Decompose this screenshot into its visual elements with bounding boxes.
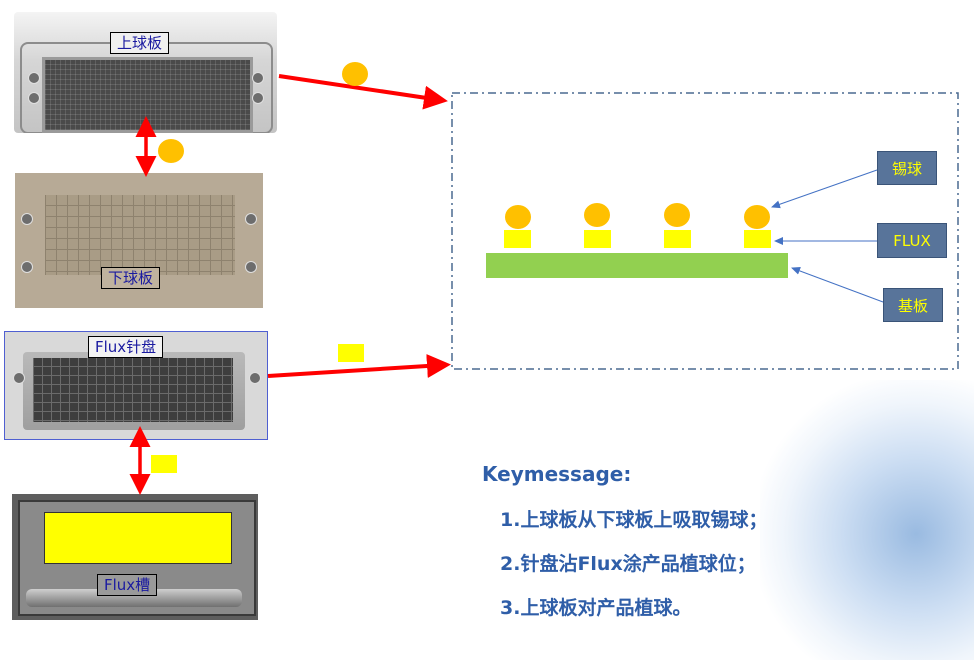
flux-pad <box>584 230 611 248</box>
plate-grid <box>42 57 253 133</box>
pin-grid <box>33 358 233 422</box>
solder-ball <box>664 203 690 227</box>
screw-icon <box>249 372 261 384</box>
flux-tank-label: Flux槽 <box>97 574 158 596</box>
screw-icon <box>252 72 264 84</box>
solder-ball <box>505 205 531 229</box>
solder-ball <box>584 203 610 227</box>
substrate-bar <box>486 253 788 278</box>
flux-pin-plate-label: Flux针盘 <box>88 336 164 358</box>
screw-icon <box>252 92 264 104</box>
screw-icon <box>28 92 40 104</box>
leader-substrate <box>791 267 884 303</box>
screw-icon <box>245 261 257 273</box>
upper-ball-plate-photo <box>14 12 277 133</box>
screw-icon <box>28 72 40 84</box>
screw-icon <box>13 372 25 384</box>
screw-icon <box>21 261 33 273</box>
arrows-layer <box>129 74 959 495</box>
key-message-title: Keymessage: <box>482 462 632 486</box>
upper-plate-label: 上球板 <box>110 32 170 54</box>
tank-roller <box>26 589 242 607</box>
plate-grid <box>45 195 235 275</box>
flux-fill <box>44 512 232 564</box>
leader-ball <box>771 169 878 209</box>
callout-solder-ball: 锡球 <box>877 151 937 185</box>
arrow-upper-to-product <box>278 74 448 110</box>
solder-ball <box>744 205 770 229</box>
flux-pad <box>664 230 691 248</box>
lower-plate-label: 下球板 <box>101 267 161 289</box>
flux-icon <box>338 344 364 362</box>
key-message-item-1: 1.上球板从下球板上吸取锡球； <box>500 509 768 531</box>
key-message-item-2: 2.针盘沾Flux涂产品植球位； <box>500 553 756 575</box>
flux-pad <box>744 230 771 248</box>
callout-flux: FLUX <box>877 223 947 258</box>
solder-ball-icon <box>342 62 368 86</box>
flux-icon <box>151 455 177 473</box>
watercolor-decoration <box>760 380 974 660</box>
screw-icon <box>245 213 257 225</box>
screw-icon <box>21 213 33 225</box>
flux-tank-photo <box>12 494 258 620</box>
callout-substrate: 基板 <box>883 288 943 322</box>
solder-ball-icon <box>158 139 184 163</box>
flux-pad <box>504 230 531 248</box>
product-frame <box>451 92 959 370</box>
key-message-item-3: 3.上球板对产品植球。 <box>500 597 692 619</box>
arrow-flux-to-product <box>267 354 451 378</box>
